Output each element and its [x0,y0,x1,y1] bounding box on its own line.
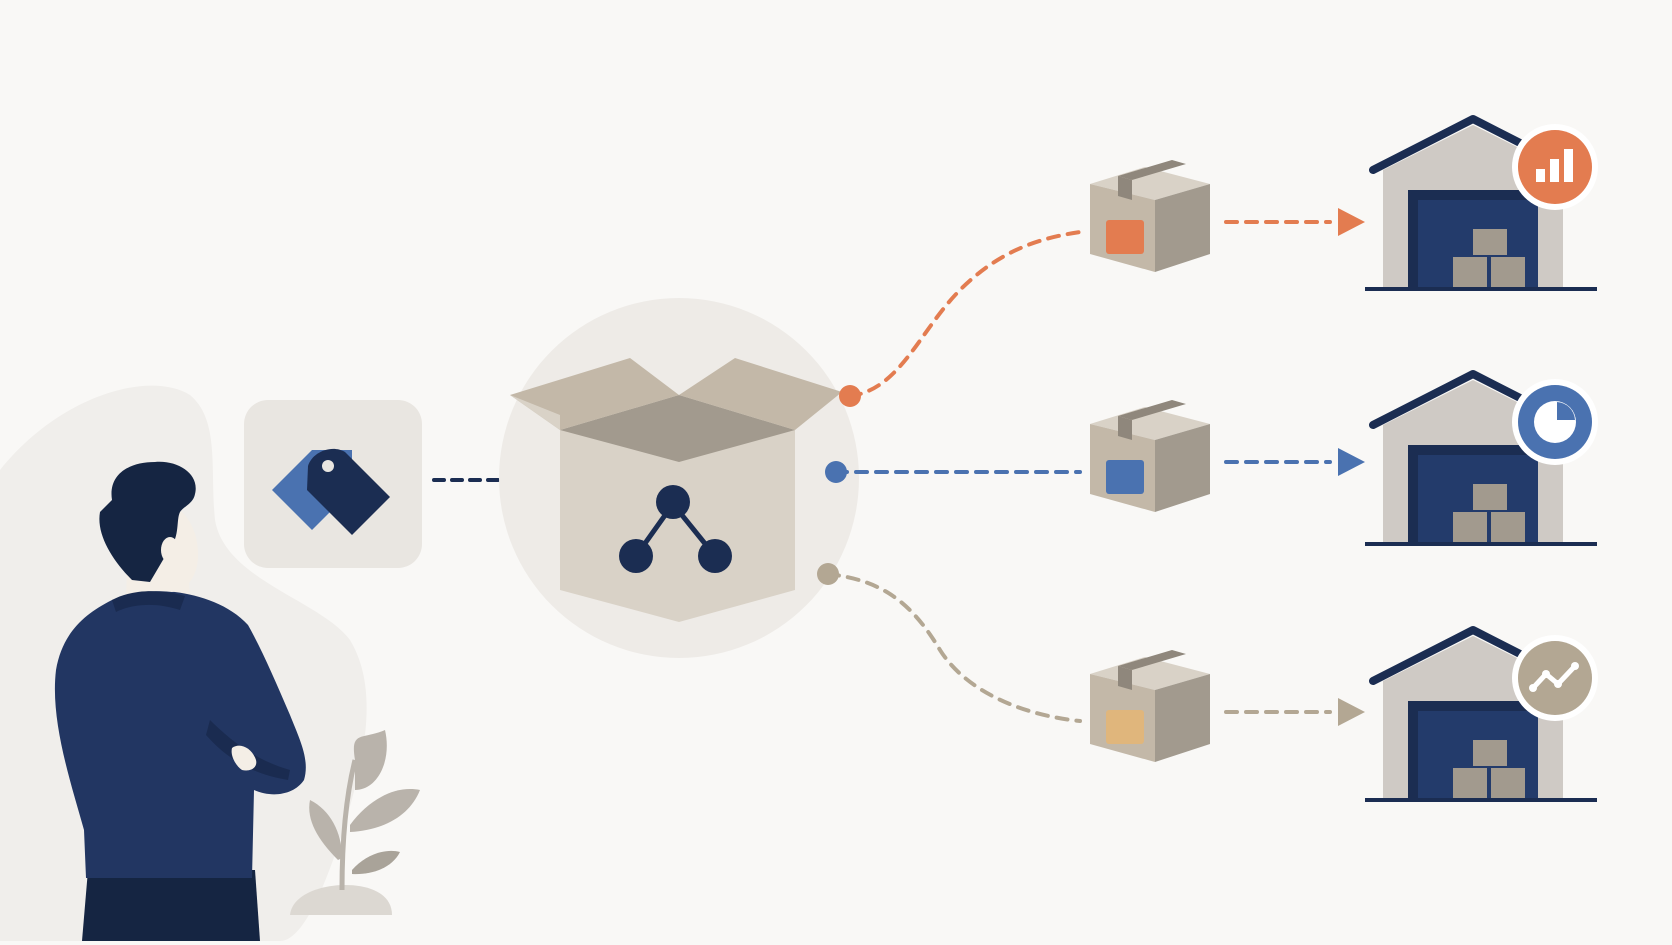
route-blue [825,370,1598,546]
parcel-orange [1090,160,1210,272]
badge-fill [1518,641,1592,715]
line-chart-icon [1529,662,1579,692]
badge-blue [1512,379,1598,465]
person-figure [54,461,306,941]
plant-stem [339,759,358,891]
pie-disc [1534,401,1576,443]
hub-box-flap-right [679,358,842,430]
person-arm-shadow [206,720,290,780]
parcel-blue [1090,400,1210,512]
warehouse-crate-top [1473,229,1507,255]
person-trousers [82,870,260,941]
parcel-tape [1118,160,1186,180]
warehouse-crate-left [1453,257,1487,287]
potted-plant [290,730,420,915]
bar-1 [1536,169,1545,182]
bar-chart-icon [1536,149,1573,182]
warehouse-crate-top [1473,740,1507,766]
route-tan-path [826,572,1082,723]
routes [817,115,1598,802]
price-tag-icon [272,448,390,535]
parcel-tape [1118,400,1186,420]
bar-2 [1550,159,1559,182]
plant-leaf-low [352,850,400,875]
parcel-tape-front [1118,666,1132,690]
network-node-top [656,485,690,519]
hierarchy-network-icon [619,485,732,573]
warehouse-crate-right [1491,257,1525,287]
route-tan [817,563,1598,802]
parcel-label-blue [1106,460,1144,494]
parcel-label-tan [1106,710,1144,744]
parcel-tape-front [1118,176,1132,200]
network-node-right [698,539,732,573]
parcel-side [1155,424,1210,512]
parcel-tan [1090,650,1210,762]
route-blue-arrow-head [1338,448,1365,476]
hub-box-flap-edge [510,395,560,430]
parcel-label-orange [1106,220,1144,254]
parcel-tape [1118,650,1186,670]
hub-box-inside [560,395,795,462]
route-tan-origin-dot [817,563,839,585]
person-hand [231,745,257,771]
person-ear [161,537,179,563]
trend-point-3 [1554,680,1562,688]
plant-pot [290,885,392,915]
trend-point-4 [1571,662,1579,670]
parcel-top [1090,657,1210,690]
badge-tan [1512,635,1598,721]
routing-hub [499,298,859,658]
trend-point-2 [1542,670,1550,678]
source-tag-card [244,400,422,568]
trend-line [1530,663,1578,691]
plant-leaf-top [353,730,387,790]
parcel-tape-front [1118,416,1132,440]
route-orange-path [848,230,1082,398]
parcel-top [1090,167,1210,200]
trend-point-1 [1529,684,1537,692]
pie-chart-icon [1534,401,1576,443]
warehouse-crate-top [1473,484,1507,510]
route-orange-origin-dot [839,385,861,407]
route-blue-origin-dot [825,461,847,483]
badge-orange [1512,124,1598,210]
bar-3 [1564,149,1573,182]
parcel-top [1090,407,1210,440]
warehouse-crate-right [1491,512,1525,542]
parcel-side [1155,184,1210,272]
plant-leaf-left [309,800,342,860]
person-jacket [54,591,306,878]
parcel-side [1155,674,1210,762]
warehouse-tan [1365,626,1597,802]
person-hair [99,461,196,582]
route-tan-arrow-head [1338,698,1365,726]
plant-leaf-right [350,789,420,832]
warehouse-crate-left [1453,512,1487,542]
warehouse-crate-right [1491,768,1525,798]
route-orange-arrow-head [1338,208,1365,236]
pie-slice [1557,402,1575,420]
tag-hole [322,460,334,472]
warehouse-crate-left [1453,768,1487,798]
person-collar [112,591,185,612]
network-node-left [619,539,653,573]
route-orange [839,115,1598,407]
